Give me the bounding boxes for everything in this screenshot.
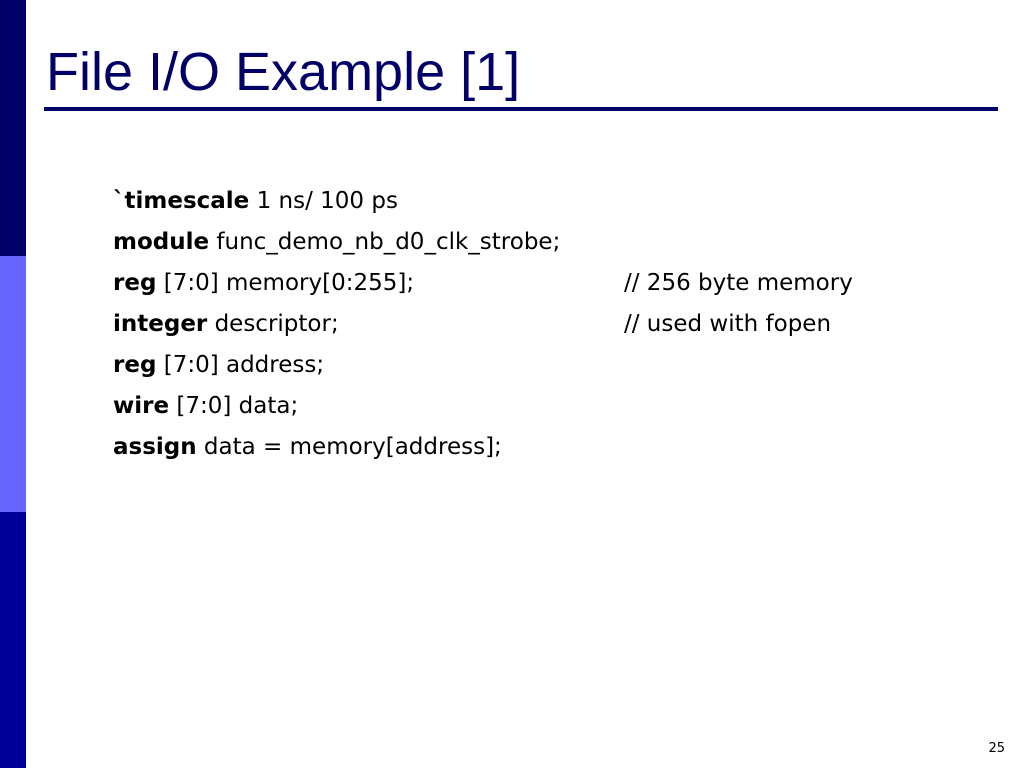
code-line: `timescale 1 ns/ 100 ps	[113, 181, 560, 222]
code-text: [7:0] address;	[156, 352, 325, 378]
code-line: reg [7:0] memory[0:255]; // 256 byte mem…	[113, 263, 853, 304]
code-keyword: reg	[113, 352, 157, 378]
sidebar-segment-top	[0, 0, 26, 256]
code-block: `timescale 1 ns/ 100 ps module func_demo…	[113, 181, 853, 468]
code-text: 1 ns/ 100 ps	[249, 188, 398, 214]
code-keyword: assign	[113, 434, 197, 460]
code-keyword: reg	[113, 270, 157, 296]
code-text: [7:0] memory[0:255];	[156, 270, 415, 296]
title-underline	[44, 107, 998, 111]
sidebar-segment-middle	[0, 256, 26, 512]
code-line: wire [7:0] data;	[113, 386, 560, 427]
code-line: reg [7:0] address;	[113, 345, 560, 386]
page-number: 25	[988, 741, 1005, 756]
code-comment: // used with fopen	[624, 311, 832, 337]
code-keyword: module	[113, 229, 210, 255]
code-line: integer descriptor; // used with fopen	[113, 304, 831, 345]
code-keyword: integer	[113, 311, 208, 337]
sidebar-segment-bottom	[0, 512, 26, 768]
code-keyword: `timescale	[113, 188, 250, 214]
code-text: func_demo_nb_d0_clk_strobe;	[209, 229, 561, 255]
code-text: data = memory[address];	[196, 434, 502, 460]
code-text: descriptor;	[207, 311, 339, 337]
code-text: [7:0] data;	[169, 393, 299, 419]
slide-title: File I/O Example [1]	[46, 42, 521, 102]
code-comment: // 256 byte memory	[624, 270, 853, 296]
code-line: assign data = memory[address];	[113, 427, 560, 468]
code-keyword: wire	[113, 393, 170, 419]
code-line: module func_demo_nb_d0_clk_strobe;	[113, 222, 560, 263]
